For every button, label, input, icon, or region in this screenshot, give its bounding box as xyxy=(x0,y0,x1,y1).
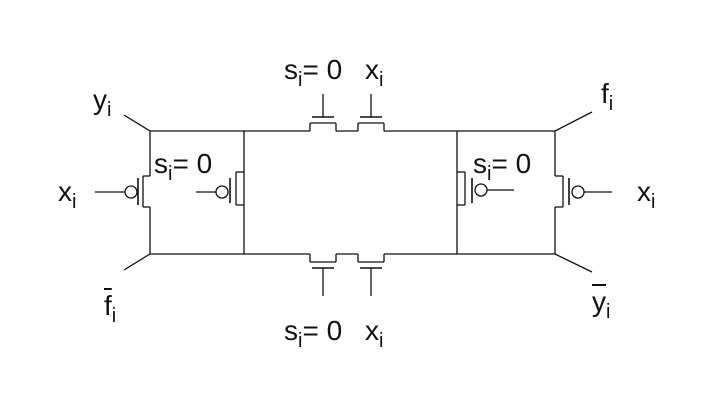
transistor-right-outer xyxy=(554,131,612,254)
label-left-si: si= 0 xyxy=(154,148,213,185)
label-bottom-xi: xi xyxy=(365,315,384,352)
transistor-bottom-xi xyxy=(357,254,385,296)
port-lead-y xyxy=(123,114,151,132)
label-top-xi: xi xyxy=(365,54,384,91)
transistor-left-inner xyxy=(196,171,244,206)
label-right-xi: xi xyxy=(637,176,656,213)
label-port-f: fi xyxy=(601,78,614,115)
label-top-si: si= 0 xyxy=(284,54,343,91)
transistor-top-xi xyxy=(357,94,385,131)
port-lead-f xyxy=(554,111,593,132)
transistor-bottom-si xyxy=(309,254,337,296)
label-left-xi: xi xyxy=(58,176,77,213)
transistor-top-si xyxy=(309,94,337,131)
transistor-right-inner xyxy=(457,171,514,206)
label-bottom-si: si= 0 xyxy=(284,315,343,352)
label-port-y-bar: yi xyxy=(592,286,611,323)
port-lead-y-bar xyxy=(554,253,593,273)
port-lead-f-bar xyxy=(123,253,151,271)
label-right-si: si= 0 xyxy=(473,148,532,185)
label-port-y: yi xyxy=(93,84,112,121)
label-port-f-bar: fi xyxy=(104,290,117,327)
transistor-left-outer xyxy=(95,131,151,254)
